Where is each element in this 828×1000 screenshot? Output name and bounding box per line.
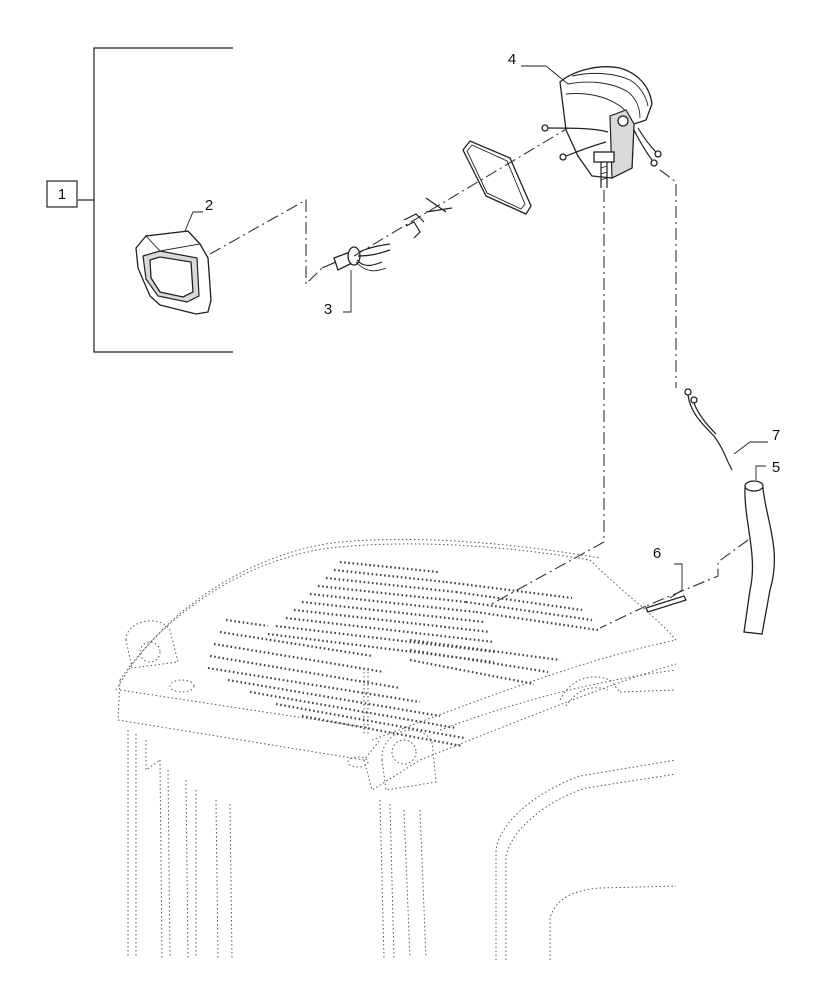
callout-7: 7: [733, 427, 780, 455]
cable-strap[interactable]: [645, 595, 687, 613]
cab-frame-outline: [127, 669, 677, 960]
harness-sleeve[interactable]: [743, 480, 776, 635]
callout-5: 5: [755, 459, 780, 480]
svg-text:5: 5: [772, 459, 780, 476]
svg-text:6: 6: [653, 545, 661, 562]
callout-6: 6: [653, 545, 683, 599]
callout-3: 3: [324, 270, 352, 318]
group-bracket: [78, 47, 233, 353]
callout-4: 4: [508, 51, 569, 85]
callout-2: 2: [184, 197, 213, 232]
wiring-harness[interactable]: [684, 388, 733, 471]
lamp-housing[interactable]: [541, 66, 662, 188]
callout-label-1: 1: [58, 186, 66, 203]
lens-gasket[interactable]: [462, 140, 532, 215]
svg-text:4: 4: [508, 51, 516, 68]
svg-text:7: 7: [772, 427, 780, 444]
svg-text:3: 3: [324, 301, 332, 318]
bulb-clip[interactable]: [403, 197, 453, 239]
svg-text:2: 2: [205, 197, 213, 214]
roof-vent-grille: [207, 560, 599, 748]
callout-box-1[interactable]: 1: [46, 180, 78, 208]
cab-roof-outline: [115, 538, 677, 791]
lamp-lens[interactable]: [135, 230, 212, 315]
bulb-assembly[interactable]: [321, 243, 391, 272]
assembly-centerlines: [209, 127, 749, 629]
